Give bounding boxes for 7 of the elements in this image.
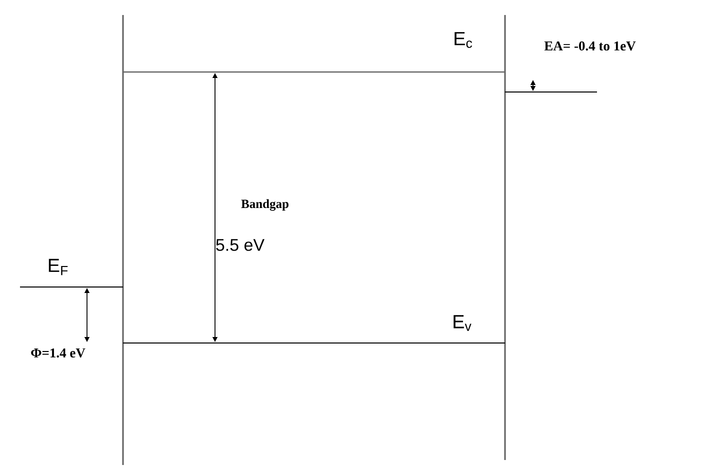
- energy-label: E$_{F}$: [48, 258, 68, 276]
- energy-label: EA= -0.4 to 1eV: [544, 41, 636, 51]
- energy-label: 5.5 eV: [216, 239, 264, 251]
- energy-label: Bandgap: [241, 199, 288, 211]
- energy-label: Φ=1.4 eV: [31, 348, 86, 358]
- energy-label: E$_{c}$: [454, 32, 472, 48]
- energy-label: E$_{v}$: [454, 315, 472, 331]
